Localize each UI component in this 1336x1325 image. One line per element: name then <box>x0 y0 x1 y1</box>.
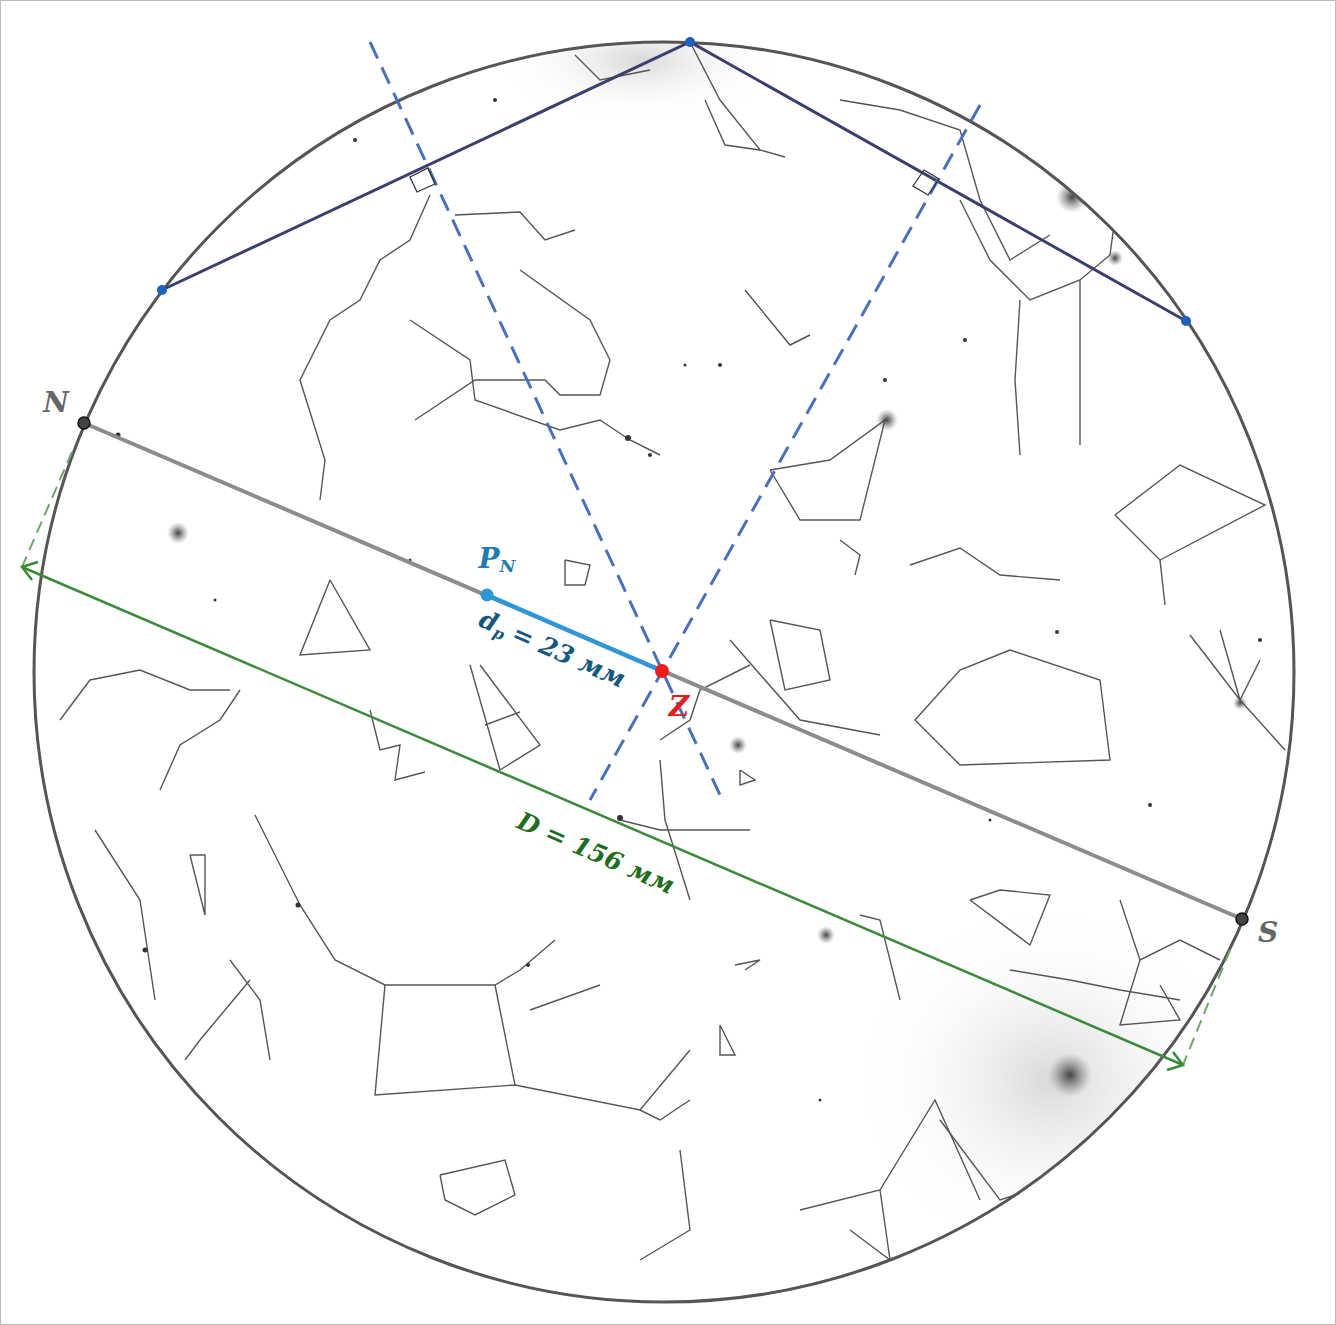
horizon-circle <box>34 42 1294 1302</box>
constellation-lines <box>60 42 1285 1260</box>
label-text: N <box>43 386 69 419</box>
south-point-label: S <box>1258 919 1278 947</box>
zenith-label: Z <box>669 693 689 721</box>
bright-stars <box>167 181 1247 1097</box>
stars <box>116 98 1263 1257</box>
chord-construction <box>157 37 1191 800</box>
diameter-dimension <box>22 452 1230 1070</box>
north-point-label: N <box>43 389 69 417</box>
meridian-line <box>78 417 1248 925</box>
label-text: Z <box>669 690 689 723</box>
label-text: P <box>479 542 500 575</box>
label-text: S <box>1258 916 1278 949</box>
pole-label: PN <box>479 545 516 576</box>
sky <box>60 0 1285 1260</box>
label-text: N <box>500 556 516 576</box>
